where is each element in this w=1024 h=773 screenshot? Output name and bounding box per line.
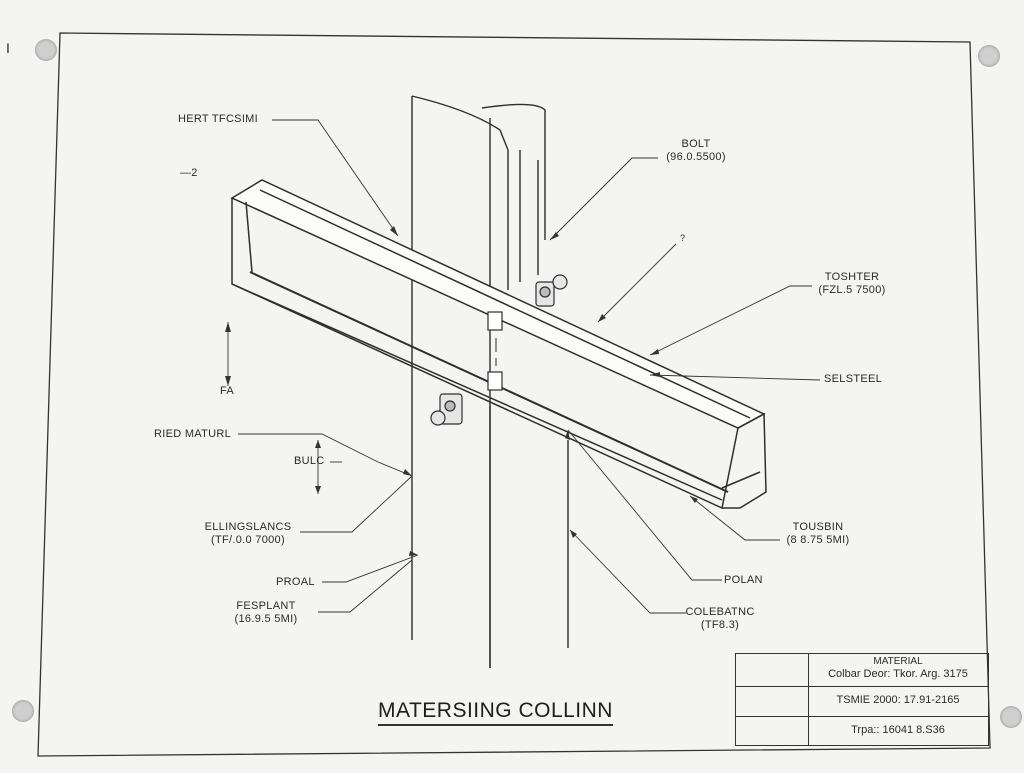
label-ref-2: —2 — [180, 167, 198, 179]
label-colebatnc-title: COLEBATNC — [685, 606, 755, 618]
label-ried: RIED MATURL — [154, 428, 232, 440]
label-colebatnc: COLEBATNC (TF8.3) — [682, 606, 758, 632]
label-hert: HERT TFCSIMI — [178, 113, 258, 125]
label-selsteel: SELSTEEL — [824, 373, 883, 385]
label-toshter-spec: (FZL.5 7500) — [818, 284, 886, 296]
title-block-divider — [808, 654, 809, 745]
leader-lines — [227, 119, 821, 614]
corner-mark: I — [6, 40, 11, 56]
label-proal: PROAL — [276, 576, 315, 588]
title-block-row-3: Trpa:: 16041 8.S36 — [851, 724, 945, 736]
label-ref-mid: ? — [680, 233, 686, 243]
label-toshter-title: TOSHTER — [824, 271, 880, 283]
punch-hole-top-left — [35, 39, 57, 61]
label-tousbin: TOUSBIN (8 8.75 5MI) — [778, 521, 858, 547]
label-fesplant-title: FESPLANT — [236, 600, 296, 612]
label-bolt-title: BOLT — [681, 138, 711, 150]
bolt-bracket-upper — [487, 274, 568, 331]
label-tousbin-spec: (8 8.75 5MI) — [786, 534, 850, 546]
title-block-row-line-1 — [736, 686, 988, 687]
steel-beam — [230, 179, 767, 510]
leader-arrowheads — [225, 226, 698, 556]
title-block-row-2: TSMIE 2000: 17.91-2165 — [836, 694, 960, 706]
punch-hole-top-right — [978, 45, 1000, 67]
title-block: MATERIAL Colbar Deor: Tkor. Arg. 3175 TS… — [735, 653, 989, 746]
bolt-bracket-lower — [430, 338, 503, 426]
title-block-material-heading: MATERIAL — [873, 656, 923, 667]
punch-hole-bottom-right — [1000, 706, 1022, 728]
label-colebatnc-spec: (TF8.3) — [700, 619, 740, 631]
label-bulc: BULC — [294, 455, 325, 467]
label-bolt-spec: (96.0.5500) — [666, 151, 726, 163]
label-ellings-title: ELLINGSLANCS — [204, 521, 292, 533]
column-post — [411, 95, 569, 668]
label-bolt: BOLT (96.0.5500) — [656, 138, 736, 164]
drawing-title: MATERSIING COLLINN — [378, 699, 613, 726]
label-fesplant: FESPLANT (16.9.5 5MI) — [226, 600, 306, 626]
label-fa: FA — [220, 385, 235, 397]
label-ellings: ELLINGSLANCS (TF/.0.0 7000) — [196, 521, 300, 547]
label-toshter: TOSHTER (FZL.5 7500) — [810, 271, 894, 297]
label-tousbin-title: TOUSBIN — [792, 521, 844, 533]
label-polan: POLAN — [724, 574, 763, 586]
sheet-border — [37, 32, 991, 757]
label-ellings-spec: (TF/.0.0 7000) — [211, 534, 285, 546]
title-block-material-value: Colbar Deor: Tkor. Arg. 3175 — [828, 668, 968, 680]
punch-hole-bottom-left — [12, 700, 34, 722]
label-fesplant-spec: (16.9.5 5MI) — [234, 613, 298, 625]
title-block-row-line-2 — [736, 716, 988, 717]
